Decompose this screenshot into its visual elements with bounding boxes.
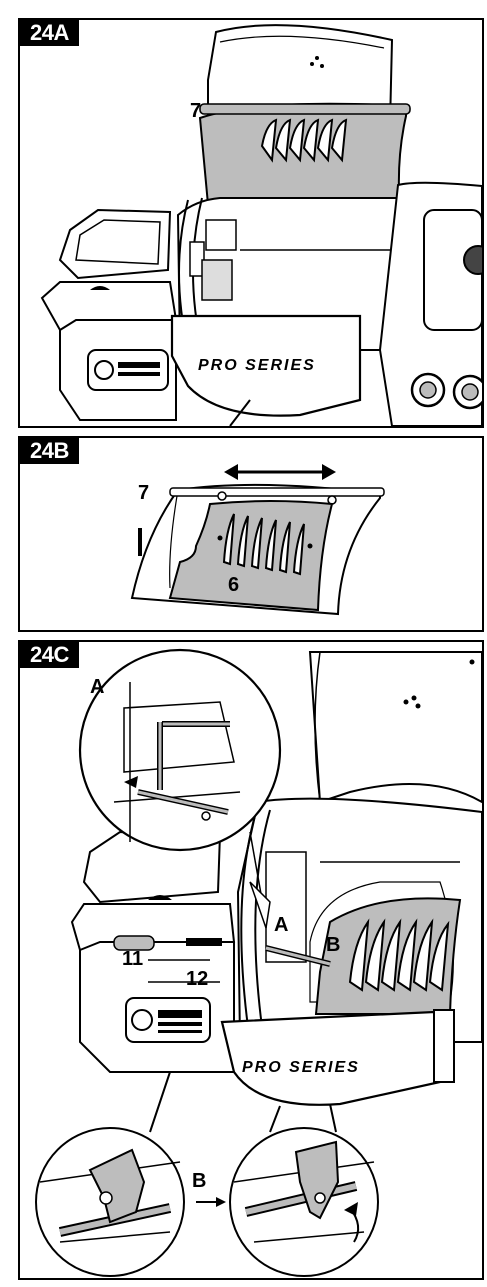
- grill-hopper-illustration: PRO SERIES: [40, 24, 482, 426]
- panel-24a: 24A PR: [18, 18, 484, 428]
- panel-tag: 24B: [20, 438, 79, 464]
- step-b-label: B: [192, 1170, 207, 1192]
- callout-7: 7: [190, 100, 202, 122]
- callout-6: 6: [228, 574, 240, 596]
- callout-11: 11: [122, 948, 144, 970]
- callout-a: A: [274, 914, 289, 936]
- panel-tag: 24A: [20, 20, 79, 46]
- heat-shield-install-illustration: PRO SERIES: [35, 648, 482, 1277]
- panel-tag: 24C: [20, 642, 79, 668]
- callout-b: B: [326, 934, 341, 956]
- callout-7: 7: [138, 482, 150, 504]
- pro-series-badge: PRO SERIES: [242, 1059, 360, 1076]
- pro-series-badge: PRO SERIES: [198, 357, 316, 374]
- panel-24c: 24C: [18, 640, 484, 1280]
- callout-a-inset: A: [90, 676, 105, 698]
- panel-24b: 24B 7 6: [18, 436, 484, 632]
- callout-12: 12: [186, 968, 209, 990]
- heat-shield-slide-illustration: [130, 464, 385, 616]
